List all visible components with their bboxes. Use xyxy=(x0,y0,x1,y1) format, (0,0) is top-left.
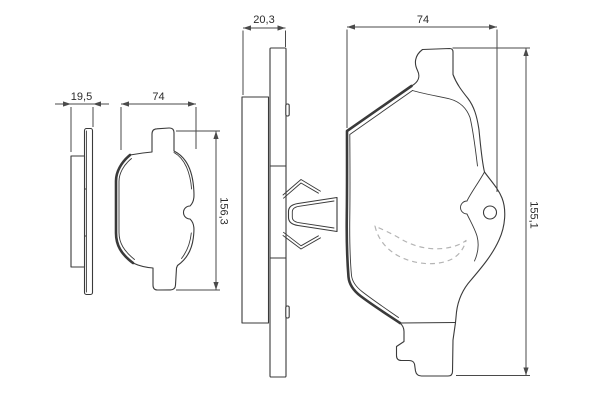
retainer-lug xyxy=(285,103,290,117)
arrowhead-icon xyxy=(523,367,529,376)
friction-material xyxy=(241,96,270,324)
view-pad-a-side: 19,5 xyxy=(55,91,109,296)
mounting-hole xyxy=(482,205,498,220)
arrowhead-icon xyxy=(277,25,286,31)
retainer-lug xyxy=(285,305,290,319)
arrowhead-icon xyxy=(213,282,219,290)
wear-zone-dashed-outline xyxy=(374,225,467,265)
dimension-label-width-a: 74 xyxy=(152,91,164,103)
arrowhead-icon xyxy=(121,101,129,107)
piston-clip-inner-line xyxy=(291,200,335,229)
arrowhead-icon xyxy=(523,48,529,56)
dimension-label-thickness-a: 19,5 xyxy=(71,91,92,103)
friction-edge-thick xyxy=(345,84,413,325)
view-pad-b-side: 20,3 xyxy=(241,14,338,378)
friction-bottom-edge xyxy=(399,322,456,324)
friction-edge-thick xyxy=(114,153,135,265)
pad-outline xyxy=(129,127,195,291)
backing-plate-division-lines xyxy=(269,165,287,259)
arrowhead-icon xyxy=(188,101,196,107)
spring-arm-top xyxy=(282,179,321,199)
arrowhead-icon xyxy=(347,24,355,30)
pad-inner-line xyxy=(173,152,193,259)
ear-inner-contour xyxy=(460,171,485,262)
dimension-label-thickness-b: 20,3 xyxy=(253,14,274,26)
dimension-label-height-b: 155,1 xyxy=(528,201,540,229)
view-pad-b-front: 74 155,1 xyxy=(345,14,540,377)
arrowhead-icon xyxy=(63,101,71,107)
arrowhead-icon xyxy=(213,131,219,139)
spring-arm-bottom xyxy=(282,231,321,250)
reference-lines xyxy=(176,130,220,291)
arrowhead-icon xyxy=(93,101,101,107)
arrowhead-icon xyxy=(489,24,497,30)
arrowhead-icon xyxy=(243,25,251,31)
friction-top-edge xyxy=(412,90,478,167)
dimension-label-width-b: 74 xyxy=(417,14,429,26)
dimension-label-height-a: 156,3 xyxy=(218,197,230,225)
pad-outline xyxy=(395,47,506,377)
friction-inner-line xyxy=(349,90,413,318)
piston-clip xyxy=(287,196,338,233)
reference-lines xyxy=(452,47,530,376)
friction-material xyxy=(70,155,86,268)
backing-plate xyxy=(83,127,94,296)
backing-plate xyxy=(269,47,287,378)
friction-inner-line xyxy=(118,158,135,260)
view-pad-a-front: 74 156,3 xyxy=(114,91,230,291)
